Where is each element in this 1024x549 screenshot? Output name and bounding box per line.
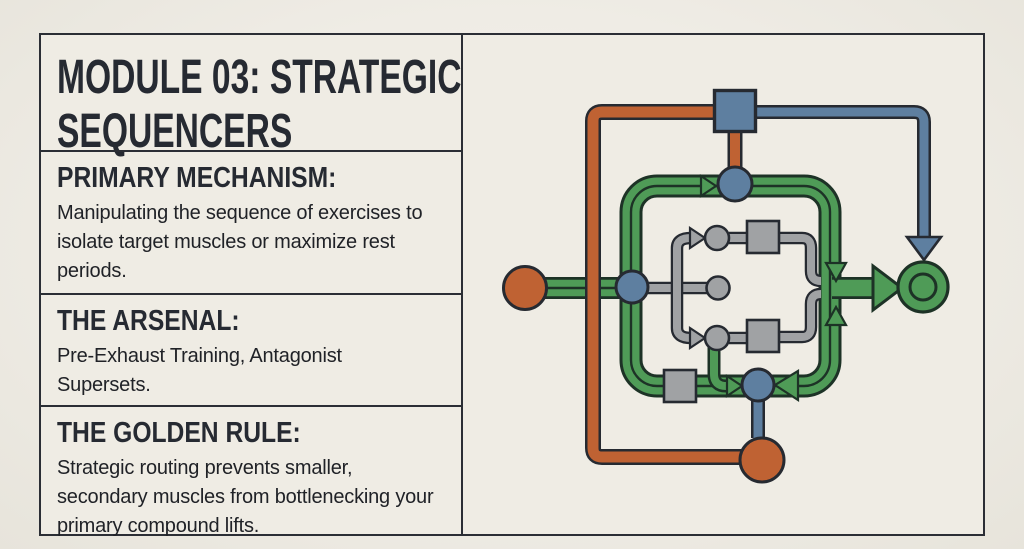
start-node-orange	[502, 265, 548, 311]
arsenal-heading: THE ARSENAL:	[57, 305, 240, 337]
page-title: MODULE 03: STRATEGIC SEQUENCERS	[57, 51, 462, 158]
junction-node-blue-bottom	[740, 367, 776, 403]
target-node-green	[896, 260, 950, 314]
arrow-left-into-junction-icon	[772, 369, 800, 403]
blue-route-line	[751, 105, 944, 438]
golden-rule-body: Strategic routing prevents smaller, seco…	[57, 457, 434, 537]
blue-arrowhead-down-icon	[904, 235, 944, 263]
junction-node-blue-top	[716, 165, 754, 203]
diagram-nodes	[502, 88, 950, 484]
golden-rule-heading: THE GOLDEN RULE:	[57, 417, 301, 449]
arrow-up-right-lane-icon	[824, 304, 848, 327]
orange-route-line	[585, 104, 743, 465]
junction-node-blue-left	[614, 269, 650, 305]
control-node-blue-square	[712, 88, 758, 134]
arrow-right-gray-bottom-icon	[688, 325, 707, 351]
primary-mechanism-body: Manipulating the sequence of exercises t…	[57, 202, 423, 282]
stage-node-gray-top	[745, 219, 781, 255]
golden-rule-section: THE GOLDEN RULE: Strategic routing preve…	[41, 405, 461, 537]
arsenal-section: THE ARSENAL: Pre-Exhaust Training, Antag…	[41, 293, 461, 405]
target-node-inner-ring	[908, 272, 938, 302]
title-section: MODULE 03: STRATEGIC SEQUENCERS	[41, 35, 461, 158]
gray-route-lines	[648, 231, 822, 345]
relay-node-gray-middle	[705, 275, 731, 301]
relay-node-gray-top	[703, 224, 731, 252]
arrow-right-gray-top-icon	[688, 225, 707, 251]
arrow-right-top-lane-icon	[699, 173, 718, 199]
relay-node-gray-bottom	[703, 324, 731, 352]
stage-node-gray-bottom-line	[662, 368, 698, 404]
text-panel: MODULE 03: STRATEGIC SEQUENCERS PRIMARY …	[41, 35, 461, 537]
exit-arrowhead-icon	[871, 262, 905, 314]
primary-mechanism-heading: PRIMARY MECHANISM:	[57, 162, 337, 194]
primary-mechanism-section: PRIMARY MECHANISM: Manipulating the sequ…	[41, 150, 461, 293]
arsenal-body: Pre-Exhaust Training, Antagonist Superse…	[57, 345, 342, 396]
arrow-right-bottom-lane-icon	[725, 373, 744, 399]
arrow-down-right-lane-icon	[824, 261, 848, 284]
diagram-panel	[461, 35, 985, 534]
end-node-orange	[738, 436, 786, 484]
stage-node-gray-bottom	[745, 318, 781, 354]
module-card: MODULE 03: STRATEGIC SEQUENCERS PRIMARY …	[39, 33, 985, 537]
flow-arrows	[688, 173, 905, 403]
flow-diagram	[502, 88, 950, 484]
